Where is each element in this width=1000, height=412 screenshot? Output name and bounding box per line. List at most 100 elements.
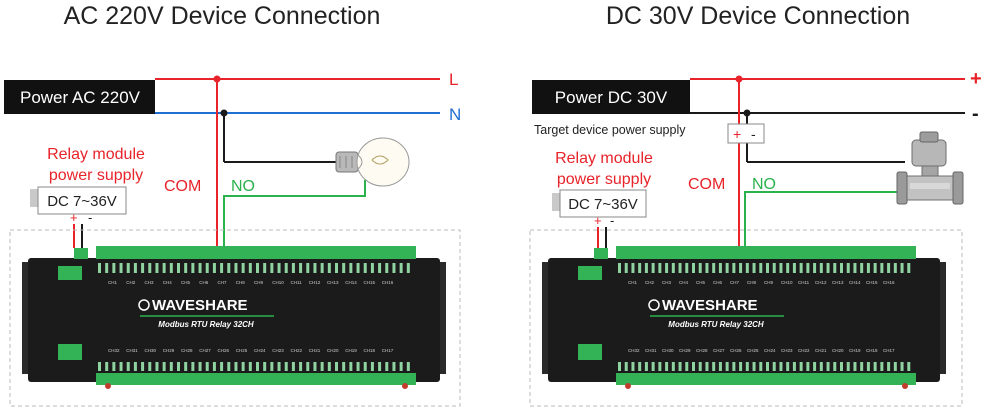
right-top-screw: [685, 263, 689, 273]
right-top-screw: [779, 263, 783, 273]
right-bottom-screw: [806, 362, 810, 371]
right-top-channel-label: CH14: [849, 280, 861, 285]
left-bottom-screw: [291, 362, 295, 371]
left-top-channel-label: CH16: [382, 280, 394, 285]
left-bottom-screw: [112, 362, 116, 371]
right-line-b: -: [972, 103, 979, 125]
left-brand-label: WAVESHARE: [152, 297, 248, 314]
right-bottom-screw: [766, 362, 769, 371]
right-relay-supply-line2: power supply: [557, 171, 651, 188]
left-top-channel-label: CH7: [218, 280, 227, 285]
left-bottom-screw: [191, 362, 195, 371]
right-top-screw: [631, 263, 635, 273]
right-top-channel-label: CH15: [866, 280, 878, 285]
right-bottom-screw: [873, 362, 877, 371]
right-top-screw: [705, 263, 709, 273]
left-bottom-channel-label: CH26: [218, 348, 230, 353]
left-top-screw: [270, 263, 274, 273]
left-bottom-channel-label: CH17: [382, 348, 394, 353]
left-top-screw: [220, 263, 224, 273]
left-dc-minus: -: [88, 210, 92, 225]
right-bottom-channel-label: CH19: [849, 348, 861, 353]
left-bottom-screw: [133, 362, 137, 371]
left-bottom-screw: [263, 362, 267, 371]
right-top-channel-label: CH2: [645, 280, 654, 285]
right-no-label: NO: [752, 176, 776, 193]
right-bottom-screw: [678, 362, 682, 371]
left-junction-n: [220, 109, 228, 117]
left-top-screw: [126, 263, 130, 273]
right-bottom-channel-label: CH27: [713, 348, 725, 353]
left-module-ear-left: [22, 262, 30, 374]
right-bottom-channel-label: CH26: [730, 348, 742, 353]
left-bottom-screw: [205, 362, 209, 371]
left-top-screw: [349, 263, 353, 273]
right-bottom-screw: [752, 362, 756, 371]
left-bottom-channel-label: CH32: [108, 348, 120, 353]
left-bottom-left-connector: [58, 344, 82, 360]
right-bottom-channel-label: CH21: [815, 348, 827, 353]
left-bottom-screw: [327, 362, 331, 371]
left-bottom-screw: [335, 362, 338, 371]
left-relay-supply-line2: power supply: [49, 167, 143, 184]
left-bottom-screw: [148, 362, 152, 371]
right-power-label: Power DC 30V: [555, 88, 668, 107]
left-top-screw: [191, 263, 195, 273]
right-top-channel-label: CH3: [662, 280, 671, 285]
right-top-screw: [887, 263, 891, 273]
right-mount-foot: [902, 383, 908, 389]
left-top-screw: [133, 263, 137, 273]
left-top-screw: [184, 263, 188, 273]
right-bottom-terminal-strip: [616, 373, 916, 385]
left-top-screw: [98, 263, 101, 273]
right-top-screw: [759, 263, 763, 273]
right-bottom-screw: [732, 362, 736, 371]
left-bottom-screw: [406, 362, 410, 371]
right-bottom-channel-label: CH17: [883, 348, 895, 353]
right-bottom-left-connector: [578, 344, 602, 360]
right-top-screw: [873, 263, 877, 273]
right-top-screw: [665, 263, 669, 273]
left-bottom-screw: [284, 362, 288, 371]
right-top-screw: [752, 263, 756, 273]
right-top-channel-label: CH1: [628, 280, 637, 285]
left-bottom-channel-label: CH28: [181, 348, 193, 353]
right-top-channel-label: CH8: [747, 280, 756, 285]
left-junction-l: [213, 75, 221, 83]
left-top-screw: [299, 263, 303, 273]
left-bottom-screw: [342, 362, 346, 371]
left-bottom-screw: [105, 362, 109, 371]
right-top-channel-label: CH10: [781, 280, 793, 285]
right-bottom-screw: [671, 362, 675, 371]
right-waveshare-logo-icon: [648, 299, 660, 311]
left-top-left-connector: [58, 266, 82, 280]
left-bottom-screw: [248, 362, 252, 371]
right-com-label: COM: [688, 176, 725, 193]
left-top-screw: [406, 263, 410, 273]
left-bottom-screw: [313, 362, 317, 371]
left-bottom-screw: [198, 362, 202, 371]
right-top-screw: [786, 263, 790, 273]
left-module-ear-right: [438, 262, 446, 374]
right-bottom-screw: [624, 362, 628, 371]
left-bottom-screw: [220, 362, 224, 371]
right-top-screw: [792, 263, 796, 273]
right-top-left-connector: [578, 266, 602, 280]
right-top-screw: [880, 263, 884, 273]
left-top-screw: [306, 263, 310, 273]
left-dc-plus: +: [70, 210, 78, 225]
right-bottom-screw: [725, 362, 729, 371]
left-top-channel-label: CH13: [327, 280, 339, 285]
left-mount-foot: [105, 383, 111, 389]
left-bottom-channel-label: CH31: [126, 348, 138, 353]
left-module-frame: [9, 229, 461, 407]
left-top-screw: [155, 263, 159, 273]
left-panel: AC 220V Device Connection Power AC 220V …: [4, 2, 461, 407]
left-bottom-channel-label: CH30: [145, 348, 157, 353]
right-top-screw: [678, 263, 682, 273]
right-top-channel-label: CH7: [730, 280, 739, 285]
left-bottom-channel-label: CH20: [327, 348, 339, 353]
right-bottom-screw: [853, 362, 857, 371]
left-top-channel-label: CH14: [345, 280, 357, 285]
